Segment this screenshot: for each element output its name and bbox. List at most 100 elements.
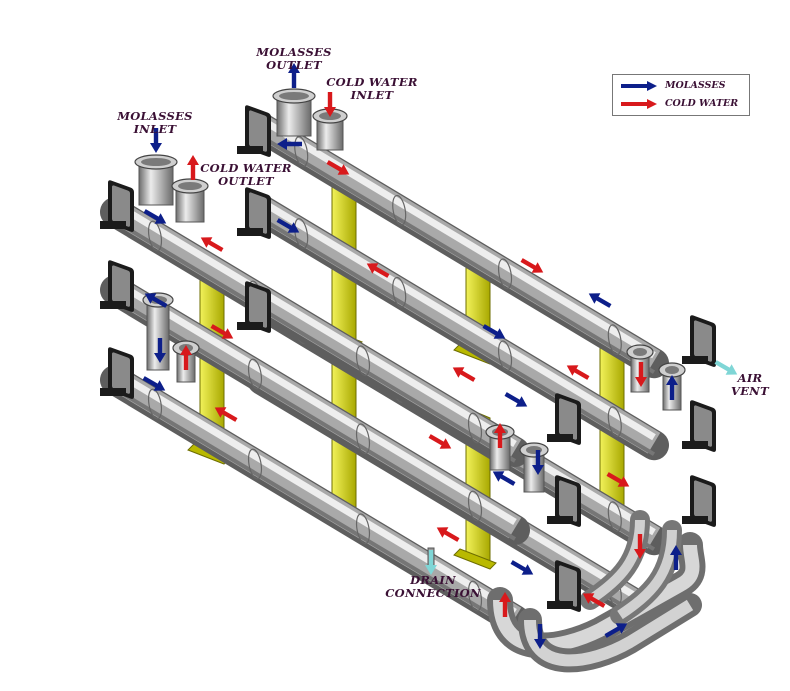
front-pipe-top-lowlight bbox=[113, 219, 517, 463]
flange-left-4-foot bbox=[237, 228, 263, 236]
flange-right-1-foot bbox=[547, 516, 573, 524]
flange-right-5-foot bbox=[682, 516, 708, 524]
molasses-inlet-line1: MOLASSES bbox=[117, 109, 193, 123]
flange-right-2-foot bbox=[547, 601, 573, 609]
arrow-back-mid-d bbox=[566, 365, 590, 380]
back-pipe-mid-lowlight bbox=[260, 217, 656, 456]
arrow-front-2-d bbox=[492, 471, 516, 486]
front-pipe-2-ring-3 bbox=[467, 490, 483, 522]
front-pipe-2-lowlight bbox=[113, 297, 517, 541]
arrow-connector-a bbox=[154, 338, 166, 363]
back-pipe-top-ring-2 bbox=[497, 258, 513, 290]
arrow-front-top-a bbox=[143, 209, 167, 224]
arrow-bend-f bbox=[534, 624, 546, 649]
arrow-back-mid-a bbox=[276, 218, 300, 233]
front-pipe-3-body bbox=[108, 367, 522, 629]
back-pipe-top-ring-1 bbox=[392, 194, 407, 226]
flange-left-1-face bbox=[112, 265, 130, 307]
arrow-bend-d bbox=[604, 623, 628, 638]
flange-left-3-foot bbox=[237, 146, 263, 154]
back-pipe-top-body bbox=[255, 115, 661, 372]
arrow-front-2-b bbox=[210, 324, 234, 339]
bend-2-body bbox=[524, 599, 694, 667]
arrow-bend-a bbox=[634, 534, 646, 559]
flange-left-0-face bbox=[112, 185, 130, 227]
flanges bbox=[100, 105, 716, 612]
drain-line2: CONNECTION bbox=[385, 586, 481, 600]
flange-right-5-face bbox=[694, 480, 712, 522]
molasses-inlet-nozzle-mouth bbox=[141, 158, 171, 166]
front-pipe-3-lowlight bbox=[113, 387, 517, 631]
front-pipe-2-highlight bbox=[113, 278, 517, 526]
arrow-bend-e bbox=[499, 592, 511, 617]
nozzles bbox=[134, 88, 686, 569]
flange-left-2-face bbox=[112, 352, 130, 394]
drain-connection-label: DRAIN CONNECTION bbox=[380, 574, 486, 600]
back-pipe-mid-ring-1 bbox=[392, 276, 407, 308]
back-pipe-mid-ring-3 bbox=[607, 406, 622, 438]
flange-left-1-foot bbox=[100, 301, 126, 309]
arrow-connector-c bbox=[494, 423, 506, 448]
front-pipe-top-ring-0 bbox=[147, 220, 163, 252]
back-pipe-3-ring-3 bbox=[607, 501, 622, 533]
air-vent-line1: AIR bbox=[737, 371, 763, 385]
arrow-back-top-a bbox=[277, 138, 302, 150]
legend-row-molasses: MOLASSES bbox=[613, 77, 749, 95]
support-5-base bbox=[453, 548, 497, 570]
flange-right-4-foot bbox=[682, 441, 708, 449]
back-pipe-mid-ring-0 bbox=[294, 218, 309, 249]
flange-left-4-face bbox=[249, 192, 267, 234]
arrow-front-top-d bbox=[504, 392, 528, 407]
back-pipe-top-ring-0 bbox=[294, 136, 309, 167]
back-pipe-mid-body bbox=[255, 197, 661, 454]
flange-right-0-foot bbox=[547, 434, 573, 442]
back-pipe-top-ring-3 bbox=[607, 324, 622, 356]
back-pipe-mid-ring-2 bbox=[497, 340, 513, 372]
arrow-back-top-c bbox=[520, 258, 544, 273]
arrow-connector-d bbox=[532, 450, 544, 475]
cold-water-inlet-line1: COLD WATER bbox=[326, 75, 418, 89]
legend-molasses-label: MOLASSES bbox=[665, 80, 726, 91]
arrow-front-3-b bbox=[214, 407, 238, 422]
front-pipe-3-ring-1 bbox=[247, 448, 263, 480]
pipe-runs bbox=[100, 113, 669, 635]
arrow-front-3-a bbox=[142, 376, 166, 391]
bend-3-body bbox=[587, 519, 645, 605]
drain-arrow bbox=[425, 550, 437, 575]
flange-left-3-face bbox=[249, 110, 267, 152]
return-bends bbox=[487, 510, 706, 673]
legend: MOLASSES COLD WATER bbox=[612, 74, 750, 116]
bend-4-body bbox=[617, 529, 677, 620]
flange-right-0-face bbox=[559, 398, 577, 440]
drain-line1: DRAIN bbox=[410, 573, 456, 587]
molasses-inlet-arrow bbox=[150, 128, 162, 153]
arrow-front-3-d bbox=[510, 560, 534, 575]
tier-connector-e-mouth bbox=[633, 348, 647, 356]
tier-connector-f-mouth bbox=[665, 366, 679, 374]
front-pipe-3-ring-3 bbox=[467, 580, 483, 612]
arrow-front-2-a bbox=[144, 293, 168, 308]
molasses-outlet-arrow bbox=[288, 63, 300, 88]
front-pipe-3-highlight bbox=[113, 368, 517, 616]
flange-left-0-foot bbox=[100, 221, 126, 229]
arrow-connector-e bbox=[635, 362, 647, 387]
back-pipe-mid-highlight bbox=[260, 198, 656, 441]
arrow-back-mid-b bbox=[366, 263, 390, 278]
back-pipe-top-highlight bbox=[260, 116, 656, 359]
flange-left-2-foot bbox=[100, 388, 126, 396]
bend-1-body bbox=[493, 544, 700, 653]
flow-arrows bbox=[142, 63, 738, 649]
arrow-connector-b bbox=[180, 345, 192, 370]
front-pipe-top-highlight bbox=[113, 200, 517, 448]
arrow-connector-f bbox=[666, 375, 678, 400]
molasses-arrow-icon bbox=[621, 81, 657, 91]
cold-water-arrow-icon bbox=[621, 99, 657, 109]
front-pipe-2-ring-1 bbox=[247, 358, 263, 390]
air-vent-label: AIR VENT bbox=[728, 372, 772, 398]
legend-row-cold-water: COLD WATER bbox=[613, 95, 749, 113]
arrow-bend-c bbox=[582, 593, 606, 608]
molasses-outlet-line1: MOLASSES bbox=[256, 45, 332, 59]
molasses-inlet-line2: INLET bbox=[133, 122, 177, 136]
